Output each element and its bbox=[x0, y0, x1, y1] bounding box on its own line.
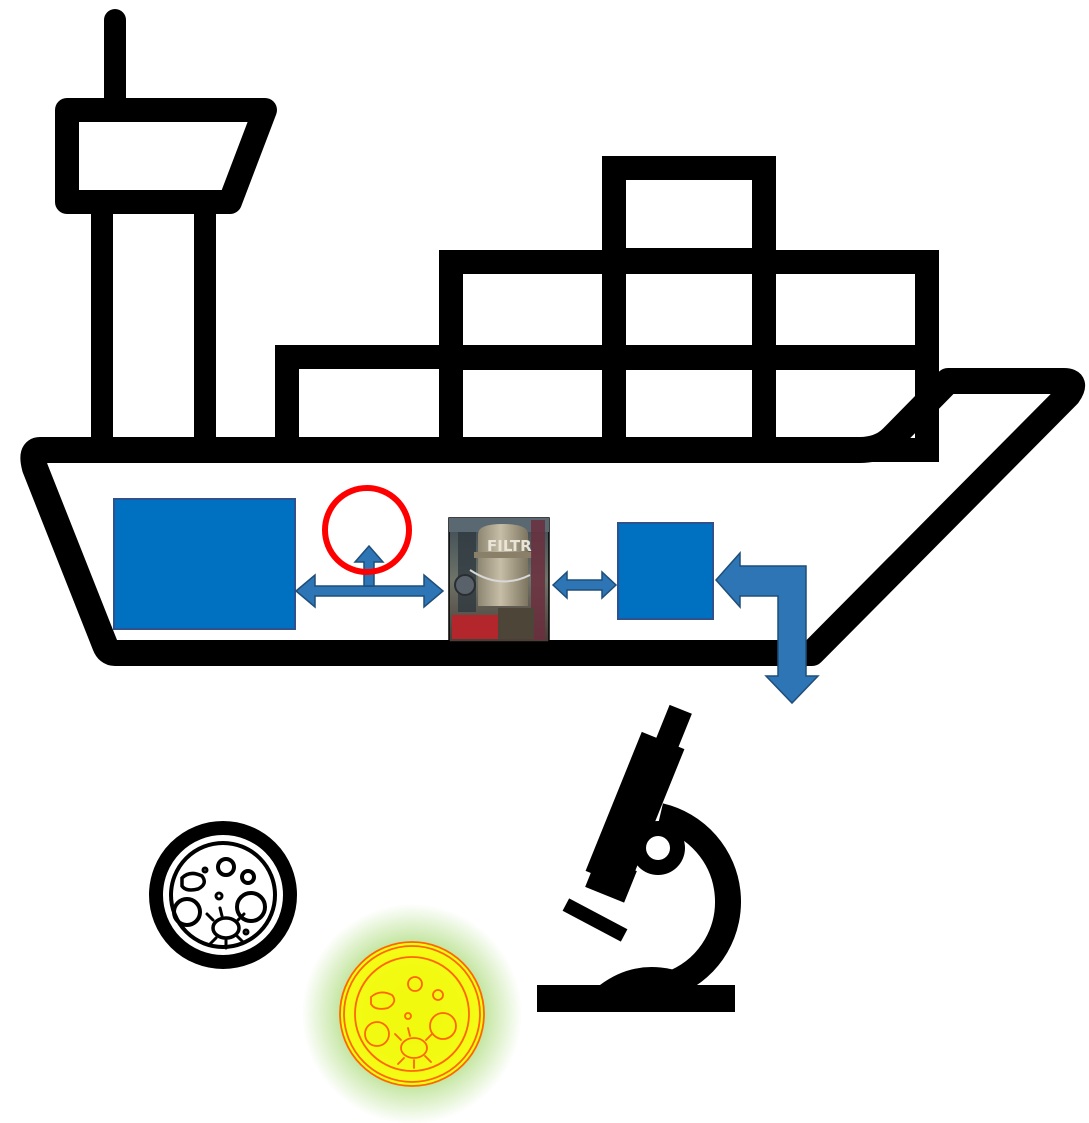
ballast-tank bbox=[114, 499, 295, 629]
treatment-unit bbox=[618, 523, 713, 619]
double-arrow-filter-treatment bbox=[553, 572, 616, 598]
up-arrow-sample bbox=[355, 546, 383, 586]
filter-label: FILTR bbox=[487, 537, 532, 555]
microscope-icon bbox=[537, 705, 735, 1012]
ship-bridge bbox=[67, 110, 265, 202]
petri-dish-icon bbox=[156, 828, 290, 962]
ballast-system: FILTR bbox=[114, 488, 818, 703]
filter-photo: FILTR bbox=[449, 518, 549, 642]
discharge-arrow bbox=[716, 553, 818, 703]
ship-containers bbox=[287, 168, 927, 450]
fluorescent-petri-dish-icon bbox=[302, 904, 522, 1123]
